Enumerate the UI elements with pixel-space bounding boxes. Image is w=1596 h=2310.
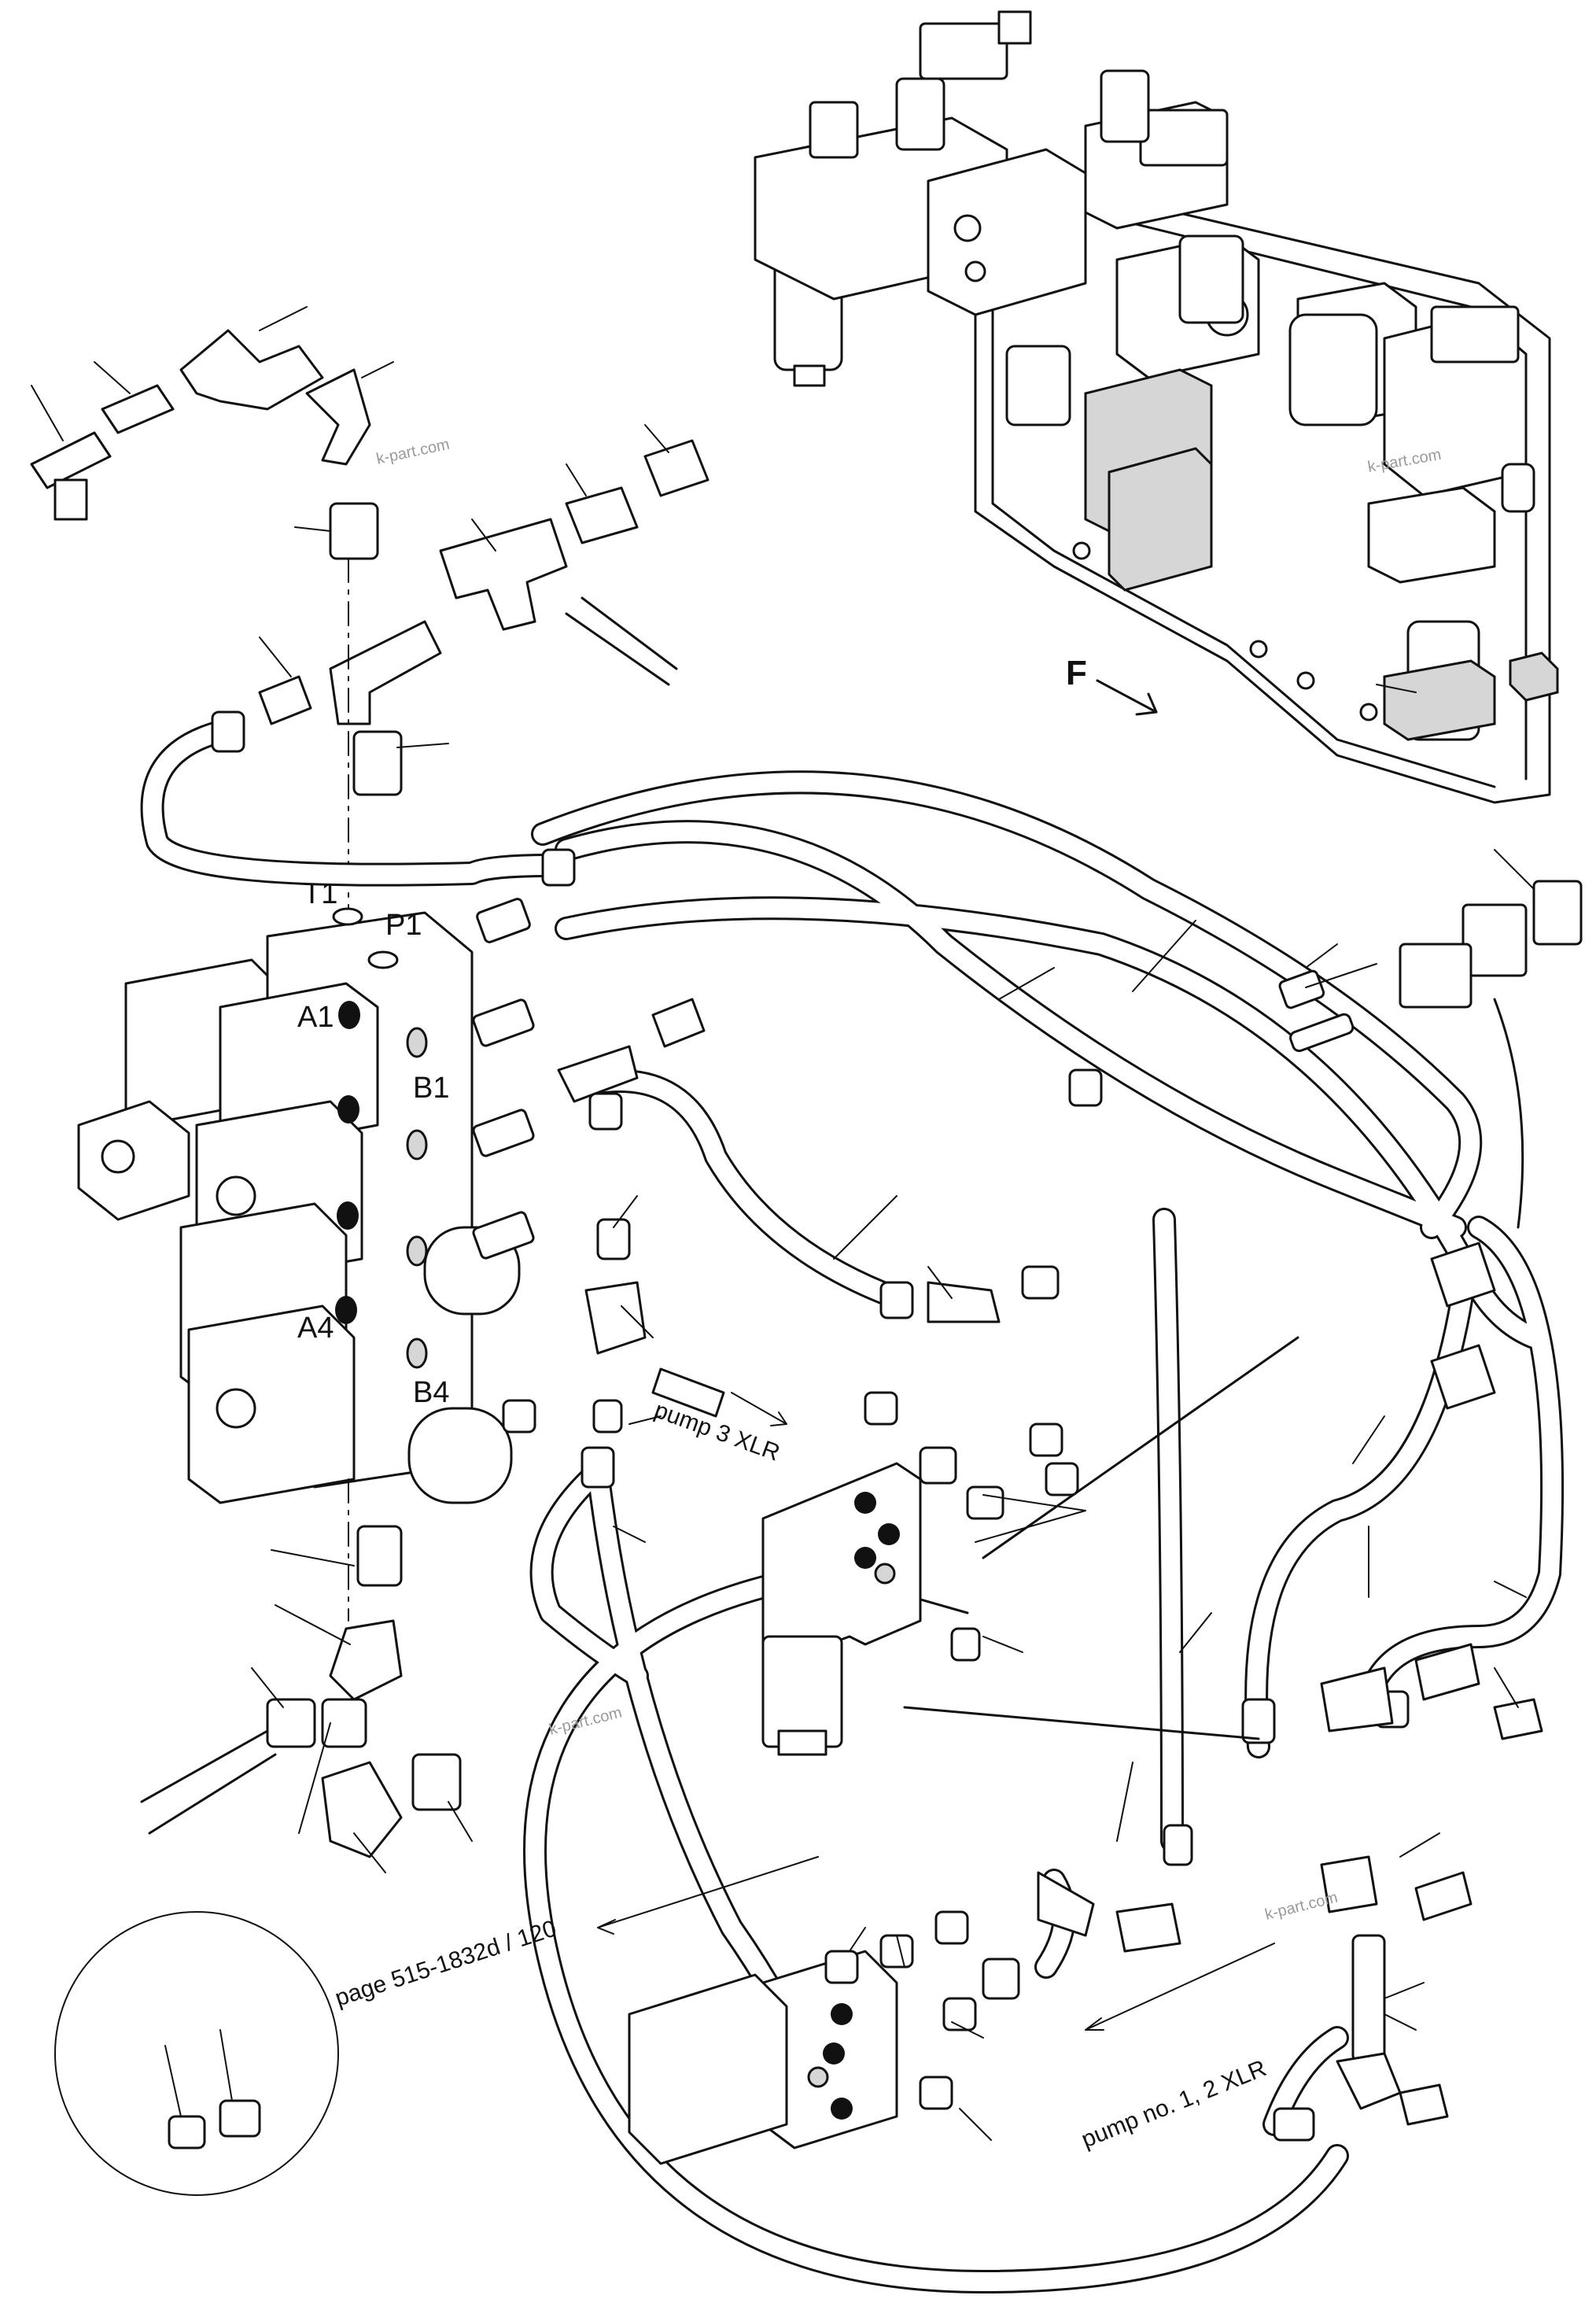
page-reference-note: page 515-1832d / 120 [332,1916,559,2012]
page-ref-arrow [597,1856,819,1935]
top-left-fittings: k-part.com [30,306,710,969]
watermark-2: k-part.com [374,436,451,468]
centre-fittings: k-part.com k-part.com [54,998,1543,2196]
pump12-note: pump no. 1, 2 XLR [1078,2055,1270,2153]
watermark-4: k-part.com [1263,1889,1340,1924]
main-valve-block: T1 P1 A1 B1 A4 B4 [77,877,536,1873]
port-p1-label: P1 [385,909,422,942]
valve-plate-assembly: F k-part.com [754,10,1559,804]
direction-arrow [1096,679,1158,716]
pump12-arrow [1085,1943,1275,2031]
port-a4-label: A4 [297,1312,334,1345]
pump3-arrow [731,1392,787,1426]
port-a1-label: A1 [297,1001,334,1034]
direction-label: F [1066,654,1087,692]
port-b4-label: B4 [413,1376,449,1409]
port-b1-label: B1 [413,1072,449,1105]
